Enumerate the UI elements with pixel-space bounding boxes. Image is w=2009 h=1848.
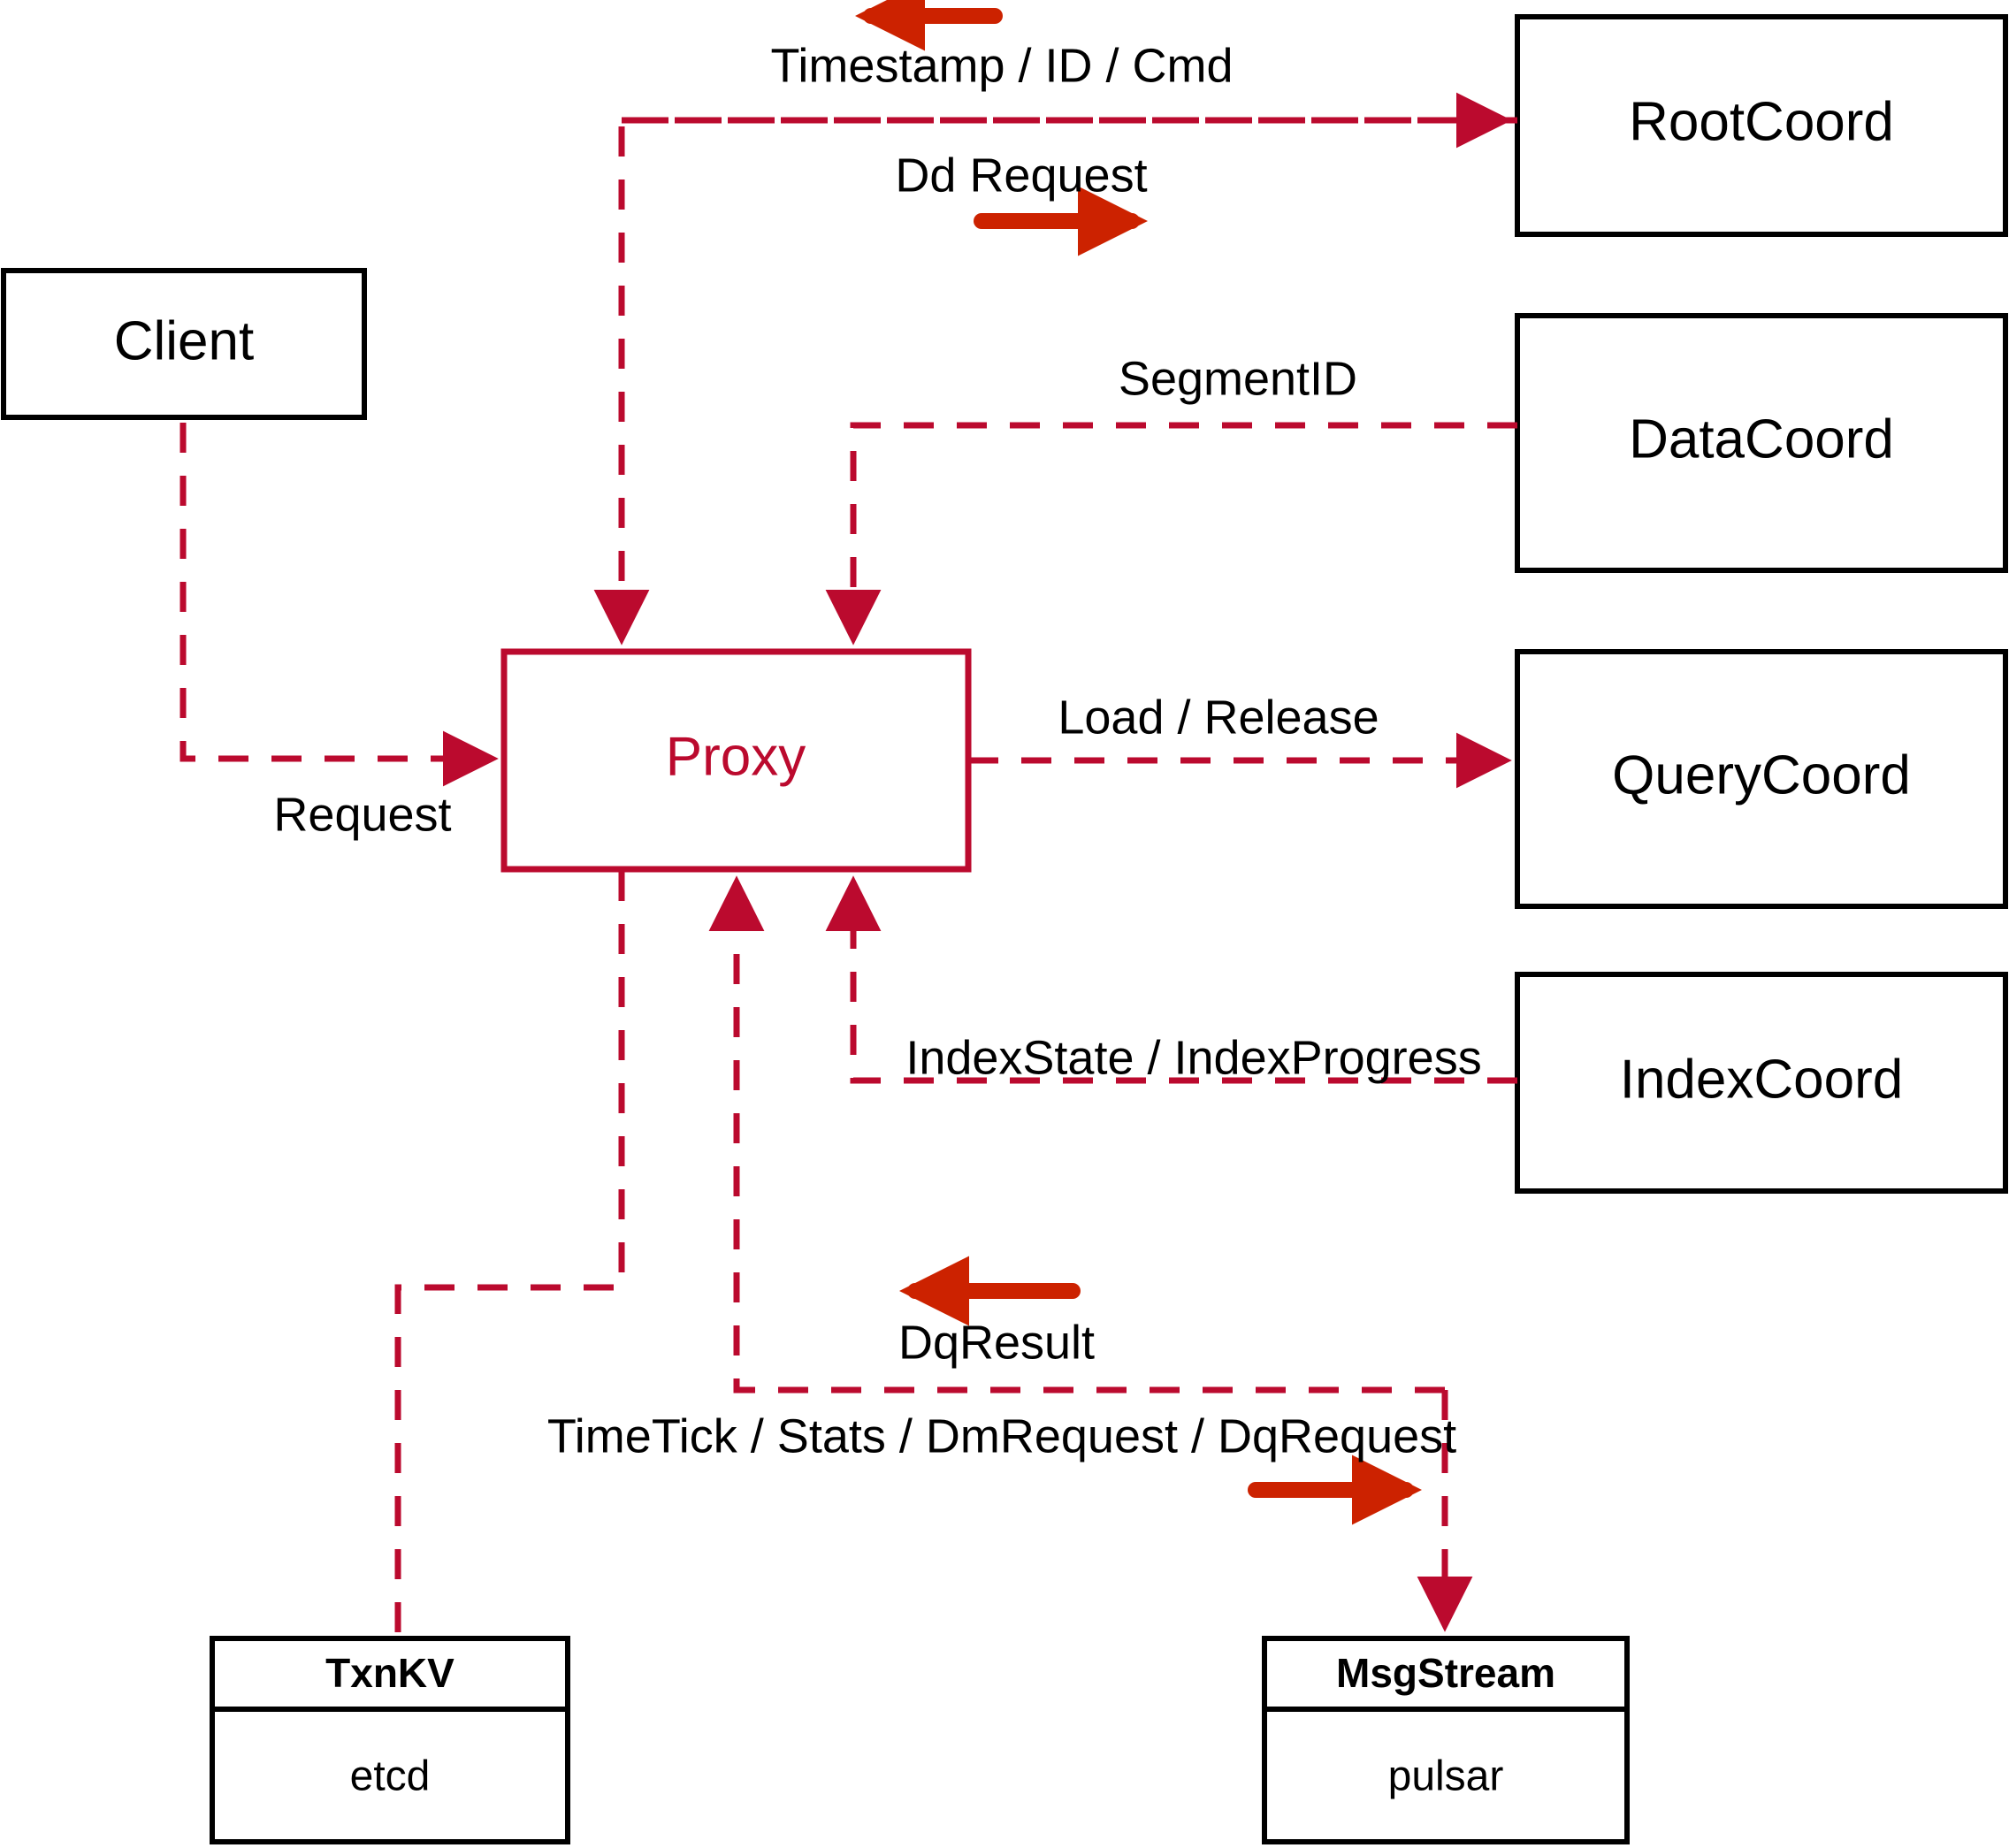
edge-label-index-state: IndexState / IndexProgress <box>905 1031 1481 1084</box>
node-txnkv-box[interactable] <box>210 1636 570 1844</box>
node-msgstream-title: MsgStream <box>1336 1650 1555 1696</box>
node-msgstream-box[interactable] <box>1262 1636 1630 1844</box>
edge-label-timestamp-id-cmd: Timestamp / ID / Cmd <box>770 39 1233 92</box>
node-proxy-box[interactable] <box>500 648 972 873</box>
edge-label-segment-id: SegmentID <box>1119 352 1357 405</box>
node-datacoord-label: DataCoord <box>1629 409 1894 470</box>
edge-label-request: Request <box>273 788 451 841</box>
edge-label-load-release: Load / Release <box>1058 691 1379 744</box>
node-txnkv-impl: etcd <box>350 1753 431 1800</box>
edge-datacoord-to-proxy-path <box>825 422 1517 645</box>
edge-label-dq-result: DqResult <box>898 1316 1095 1369</box>
edge-indexcoord-to-proxy-path <box>825 875 1517 1084</box>
node-querycoord-box[interactable] <box>1515 649 2008 909</box>
node-datacoord-box[interactable] <box>1515 313 2008 573</box>
node-msgstream-impl: pulsar <box>1388 1753 1504 1800</box>
node-indexcoord-label: IndexCoord <box>1620 1049 1904 1110</box>
edge-label-timetick-stats: TimeTick / Stats / DmRequest / DqRequest <box>547 1409 1456 1462</box>
node-client-box[interactable] <box>1 268 367 420</box>
edge-rootcoord-to-proxy-path <box>593 117 1517 645</box>
node-rootcoord-label: RootCoord <box>1629 91 1894 152</box>
node-client-label: Client <box>114 310 255 371</box>
node-querycoord-label: QueryCoord <box>1612 745 1911 806</box>
node-rootcoord-box[interactable] <box>1515 14 2008 237</box>
edge-proxy-to-txnkv-path <box>394 871 625 1636</box>
edge-client-to-proxy-path <box>180 423 499 787</box>
edge-msgstream-to-proxy-path <box>708 875 1445 1394</box>
node-txnkv-title: TxnKV <box>325 1650 455 1696</box>
node-proxy-label: Proxy <box>666 726 806 787</box>
edge-label-dd-request: Dd Request <box>895 149 1147 202</box>
